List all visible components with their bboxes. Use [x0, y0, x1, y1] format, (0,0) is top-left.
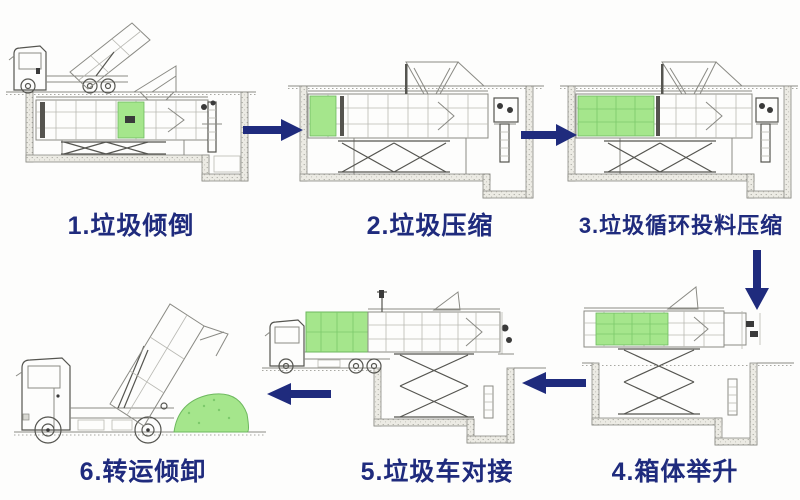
step1-label: 1.垃圾倾倒 [67, 212, 195, 240]
step6-label: 6.转运倾卸 [79, 458, 207, 486]
arrow-right-icon [521, 121, 579, 154]
pit-machinery [201, 100, 241, 173]
pit-walls [591, 362, 758, 446]
pit-walls [373, 367, 515, 444]
step3-illustration [560, 58, 798, 200]
step2-label: 2.垃圾压缩 [366, 212, 494, 240]
pit-ladder [727, 378, 738, 416]
arrow-down-icon [742, 250, 772, 317]
compactor-container [575, 90, 753, 174]
lifted-container-icon [582, 286, 794, 446]
step1-illustration [6, 6, 256, 201]
step6-illustration [14, 288, 266, 466]
step5-label: 5.垃圾车对接 [360, 458, 514, 486]
tipped-container [109, 303, 229, 427]
pit-walls [25, 91, 249, 182]
tipped-bed [69, 22, 151, 90]
scissor-lift-extended [618, 348, 700, 415]
pit-machinery [493, 97, 519, 163]
dump-truck-icon [6, 22, 256, 182]
scissor-lift [338, 140, 450, 173]
step4-illustration [582, 283, 798, 455]
docking-truck-icon [262, 290, 546, 444]
truck-cab [8, 45, 128, 94]
hook-lift-arm [117, 345, 168, 410]
pit-compactor-full-icon [560, 61, 798, 199]
hopper-lid [132, 65, 177, 101]
lifted-container [583, 286, 761, 349]
loaded-waste-container [305, 311, 369, 353]
scissor-lift [61, 141, 166, 155]
truck-chassis [34, 407, 174, 444]
step5-illustration [262, 288, 546, 456]
scissor-lift [604, 140, 716, 173]
arrow-left-icon [263, 380, 331, 413]
arrow-right-icon [243, 116, 305, 149]
step3-label: 3.垃圾循环投料压缩 [578, 213, 784, 238]
hopper [405, 61, 485, 95]
compactor-container [307, 90, 489, 174]
pit-compactor-icon [288, 61, 544, 199]
waste-pile [173, 393, 249, 433]
scissor-lift [394, 353, 474, 418]
tipping-truck-icon [14, 303, 266, 444]
pit-ladder [483, 385, 494, 419]
compactor-container [35, 96, 209, 155]
arrow-left-icon [518, 369, 586, 402]
pit-machinery [755, 97, 779, 163]
transfer-container-frame [367, 290, 514, 355]
waste-block [309, 95, 337, 137]
step2-illustration [288, 58, 544, 200]
step4-label: 4.箱体举升 [611, 458, 739, 486]
hopper [661, 61, 743, 95]
truck-cab [15, 357, 71, 431]
pit-walls [299, 85, 534, 199]
